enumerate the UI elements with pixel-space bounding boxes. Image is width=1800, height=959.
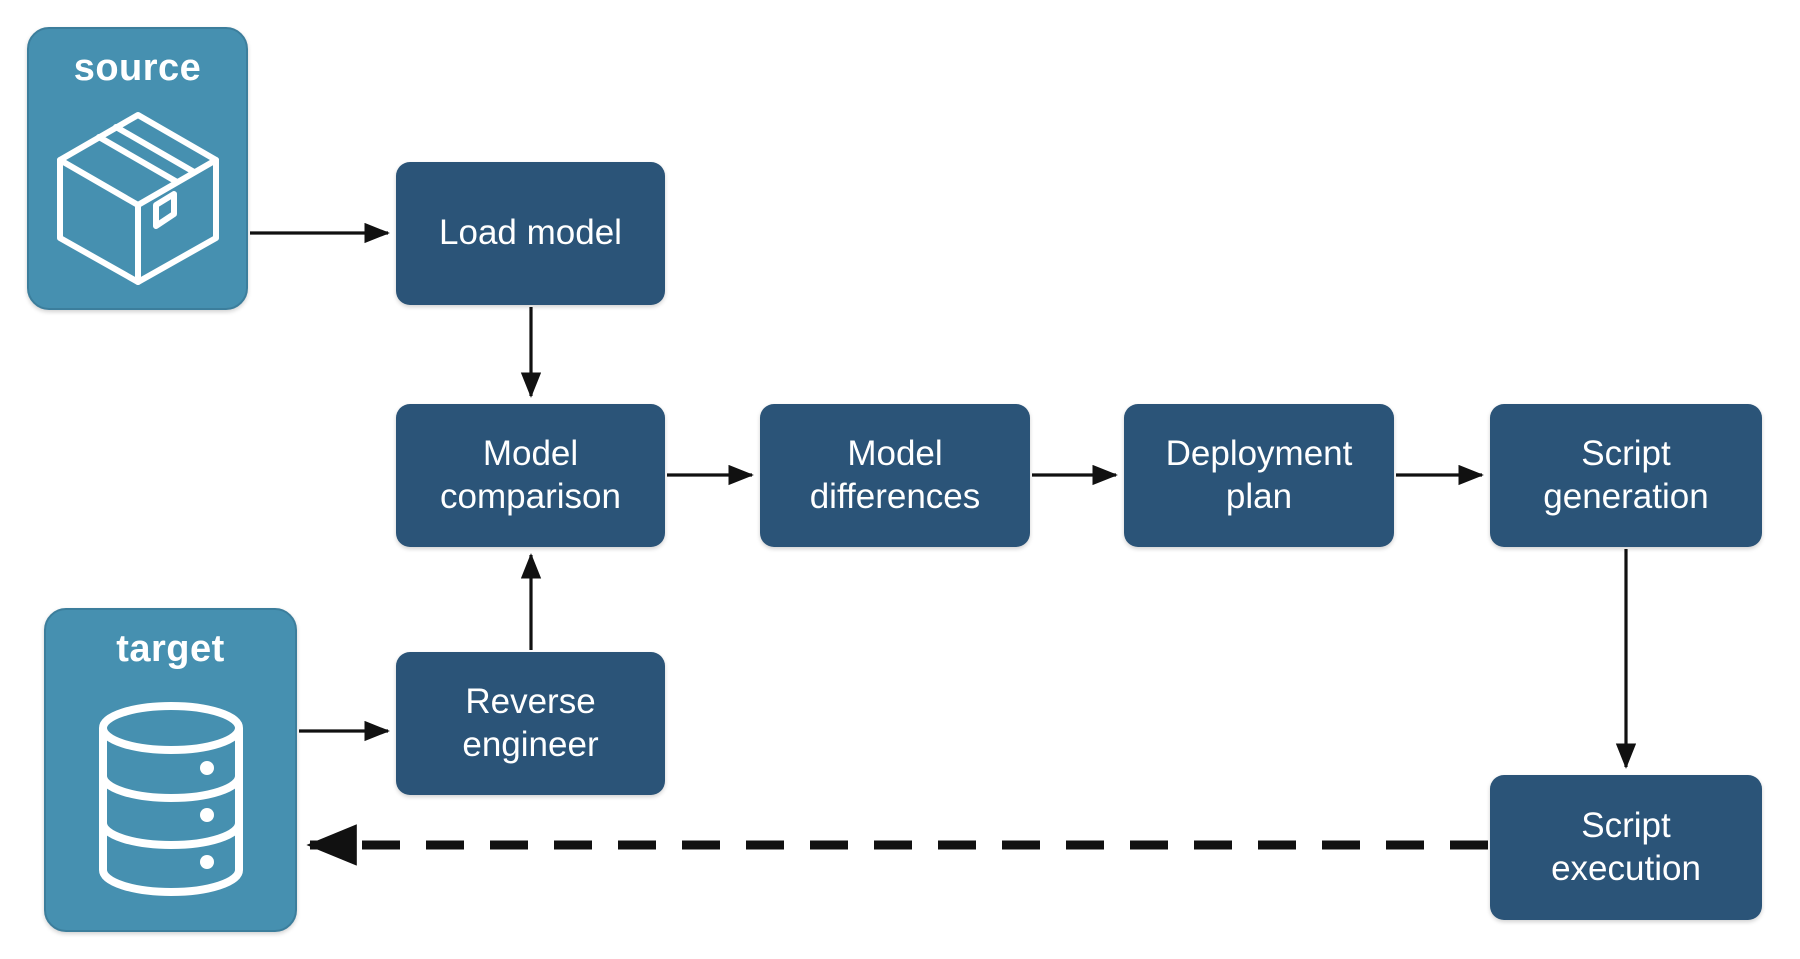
- package-box-icon: [29, 87, 246, 308]
- database-cylinder-icon: [46, 668, 295, 930]
- node-script-execution[interactable]: Script execution: [1490, 775, 1762, 920]
- node-load-model[interactable]: Load model: [396, 162, 665, 305]
- node-script-generation[interactable]: Script generation: [1490, 404, 1762, 547]
- endpoint-source-label: source: [73, 47, 202, 89]
- node-reverse-engineer[interactable]: Reverse engineer: [396, 652, 665, 795]
- node-deployment-plan[interactable]: Deployment plan: [1124, 404, 1394, 547]
- endpoint-target-label: target: [116, 628, 225, 670]
- node-model-comparison[interactable]: Model comparison: [396, 404, 665, 547]
- node-model-differences[interactable]: Model differences: [760, 404, 1030, 547]
- endpoint-source[interactable]: source: [27, 27, 248, 310]
- endpoint-target[interactable]: target: [44, 608, 297, 932]
